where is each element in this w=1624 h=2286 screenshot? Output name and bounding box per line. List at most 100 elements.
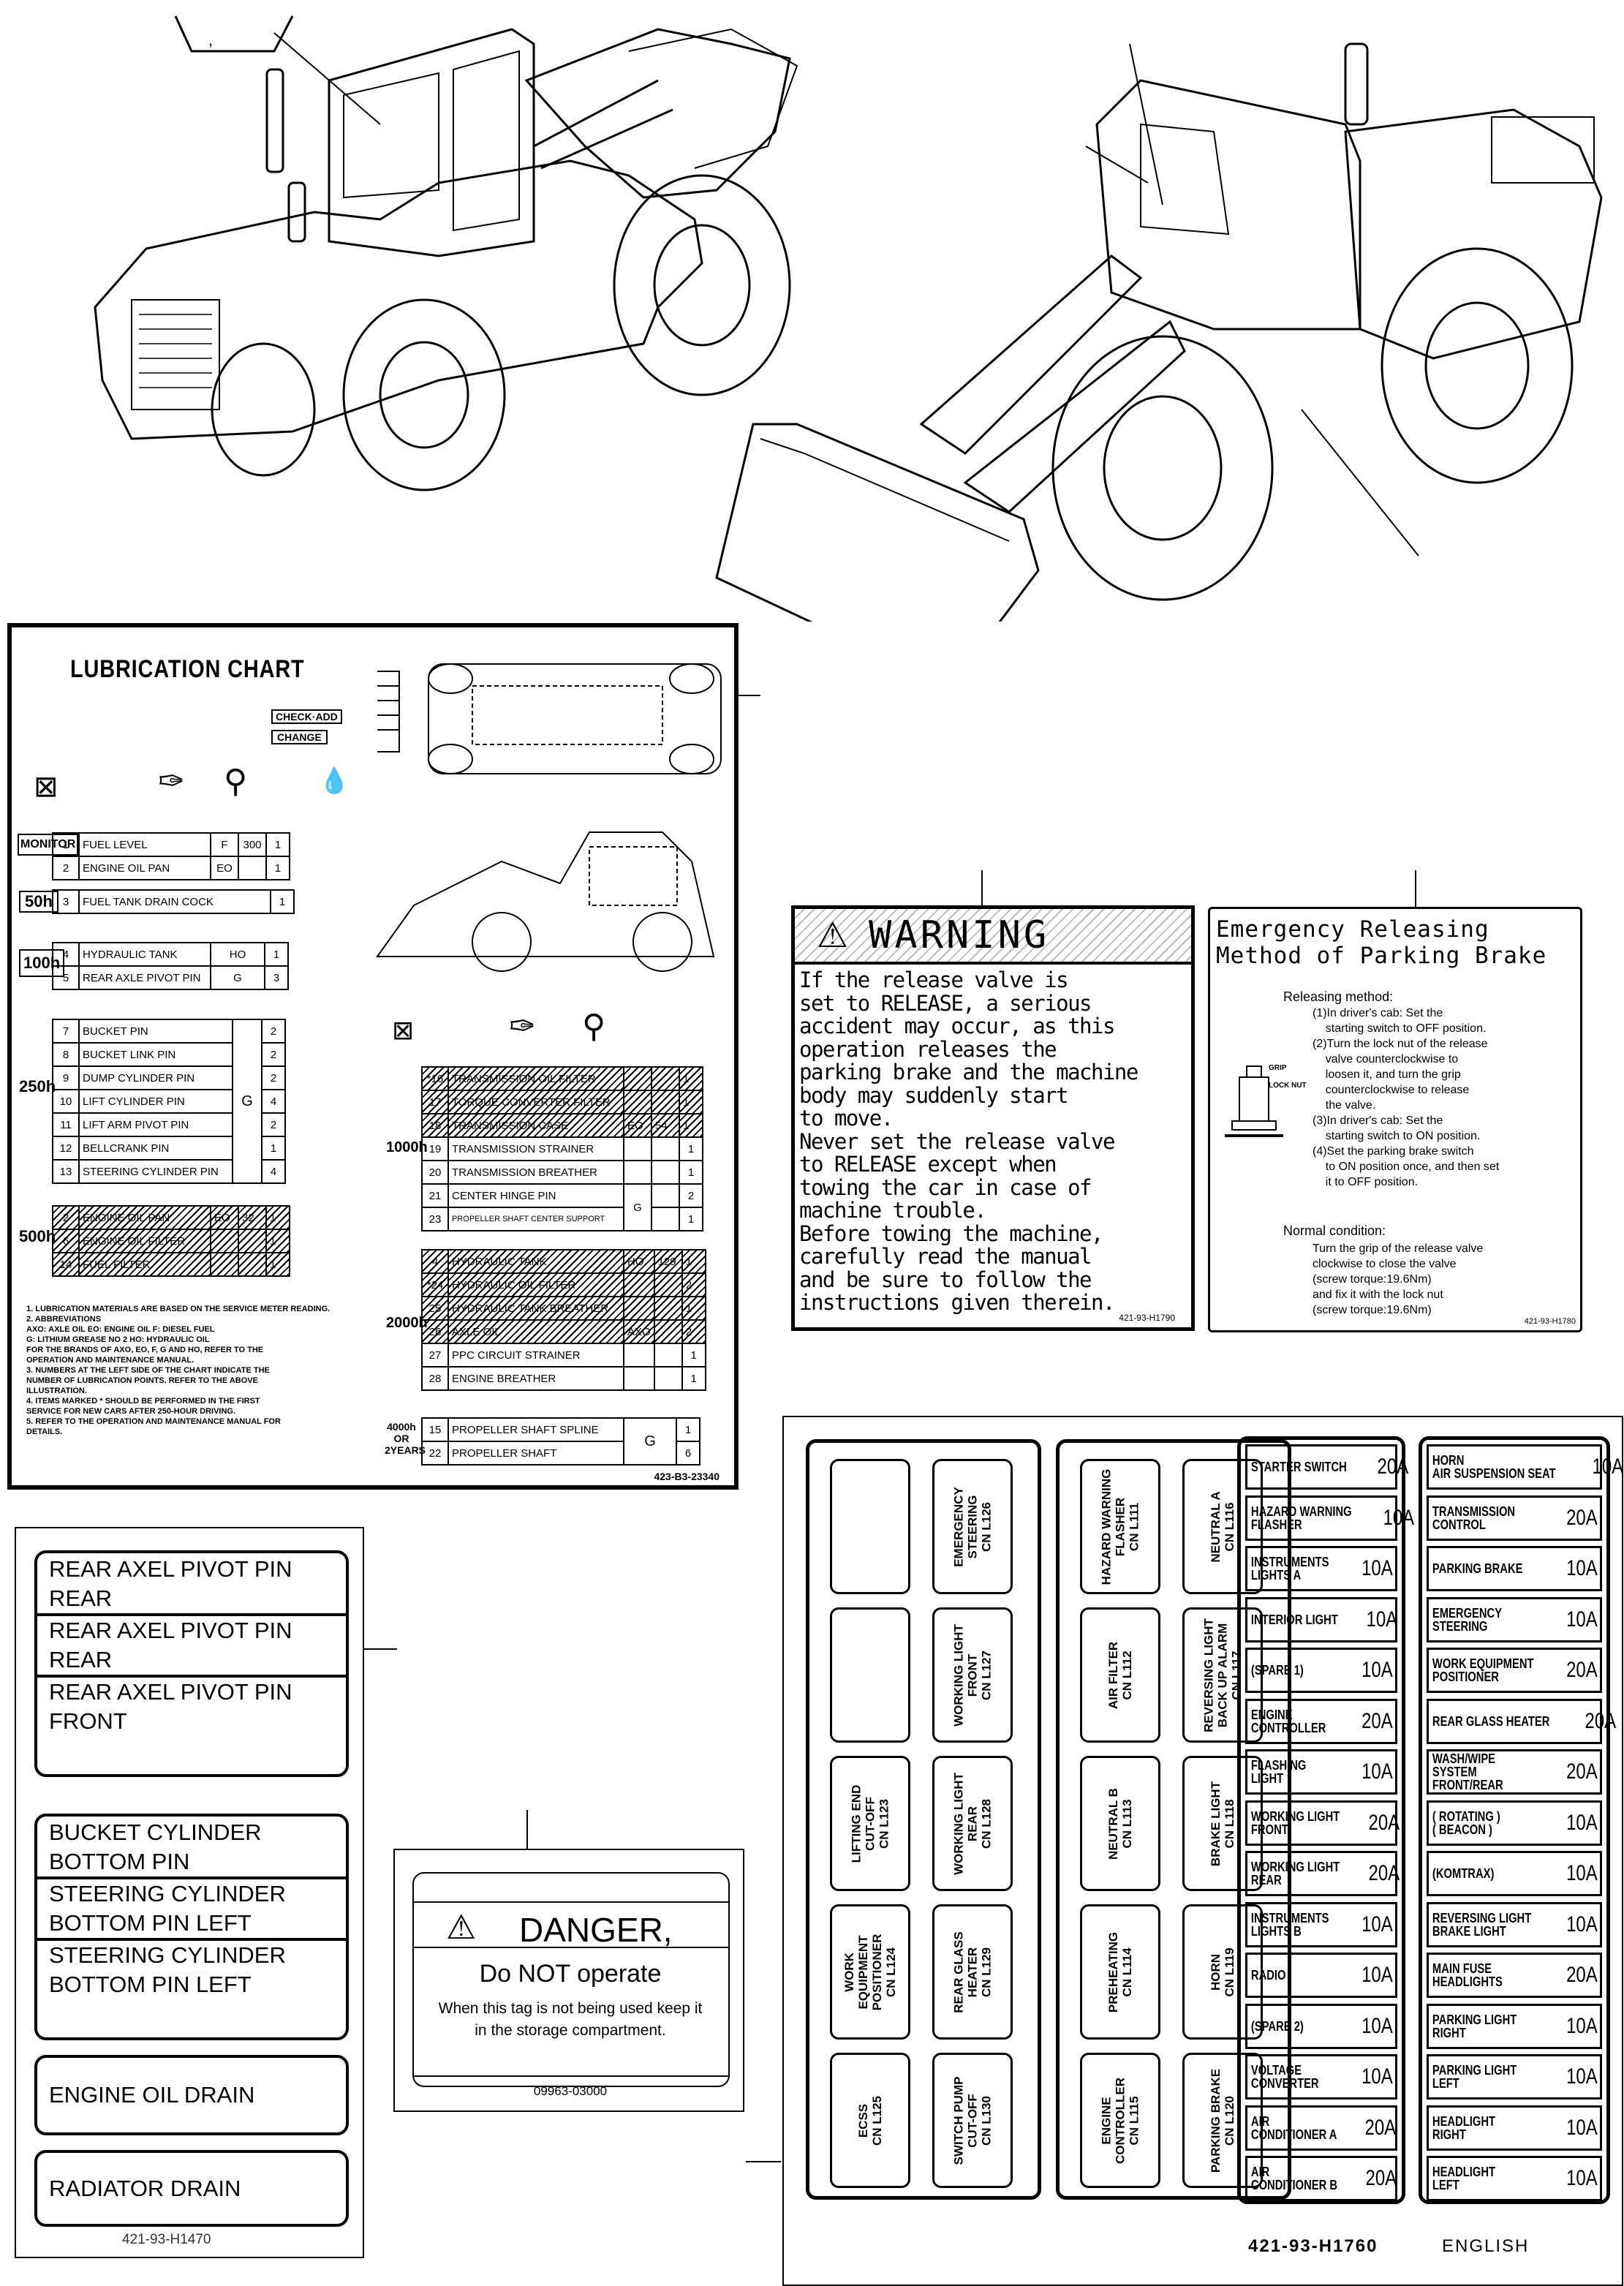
engine-oil-drain-label: ENGINE OIL DRAIN	[34, 2055, 349, 2135]
pin-label-group-2: BUCKET CYLINDER BOTTOM PIN STEERING CYLI…	[34, 1814, 349, 2040]
danger-code: 09963-03000	[533, 2084, 608, 2098]
fuse-amperage: 10A	[1361, 2064, 1393, 2089]
loader-illustration-left: ,	[0, 0, 804, 497]
relay-slot	[830, 1459, 910, 1594]
relay-slot: ENGINE CONTROLLER CN L115	[1080, 2053, 1160, 2188]
relay-slot: PARKING BRAKE CN L120	[1182, 2053, 1263, 2188]
relay-slot	[830, 1607, 910, 1743]
danger-tag-frame	[412, 1872, 730, 2087]
callout-line	[746, 2161, 781, 2162]
pin-label-line: STEERING CYLINDER	[49, 1881, 286, 1906]
fuse-label: MAIN FUSE HEADLIGHTS	[1432, 1961, 1503, 1989]
pin-label-line: BOTTOM PIN	[49, 1849, 190, 1874]
relay-slot-label: WORK EQUIPMENT POSITIONER CN L124	[842, 1934, 898, 2010]
lock-nut-label: LOCK NUT	[1269, 1082, 1307, 1090]
fuse-label: PARKING LIGHT RIGHT	[1432, 2012, 1517, 2040]
radiator-drain-label: RADIATOR DRAIN	[34, 2150, 349, 2227]
callout-line	[1415, 870, 1416, 907]
pin-label-line: REAR	[49, 1585, 113, 1611]
fuse-label: TRANSMISSION CONTROL	[1432, 1504, 1516, 1532]
fuse-amperage: 10A	[1566, 1810, 1598, 1835]
relay-slot-label: HAZARD WARNING FLASHER CN L111	[1099, 1468, 1141, 1585]
fuse-code: 421-93-H1760	[1248, 2236, 1378, 2256]
fuse-amperage: 20A	[1368, 1810, 1400, 1835]
callout-line	[364, 1648, 397, 1650]
fuse-label: EMERGENCY STEERING	[1432, 1605, 1503, 1634]
relay-slot: WORKING LIGHT FRONT CN L127	[932, 1607, 1013, 1743]
fuse-label: ( ROTATING ) ( BEACON )	[1432, 1808, 1500, 1837]
danger-triangle-icon: ⚠	[446, 1908, 477, 1946]
fuse-amperage: 10A	[1566, 2064, 1598, 2089]
pin-label-line: FRONT	[49, 1708, 127, 1734]
relay-slot: PREHEATING CN L114	[1080, 1904, 1160, 2040]
danger-text-1: When this tag is not being used keep it	[438, 2000, 703, 2017]
relay-slot: NEUTRAL B CN L113	[1080, 1756, 1160, 1891]
danger-title: DANGER,	[519, 1911, 673, 1949]
lubrication-part-code: 423-B3-23340	[654, 1471, 720, 1482]
fuse-label: PARKING LIGHT LEFT	[1432, 2063, 1517, 2091]
fuse-row: (KOMTRAX)10A	[1427, 1851, 1602, 1896]
relay-slot: EMERGENCY STEERING CN L126	[932, 1459, 1013, 1594]
legend-check-add: CHECK·ADD	[271, 709, 342, 724]
pin-label-group-1: REAR AXEL PIVOT PIN REAR REAR AXEL PIVOT…	[34, 1550, 349, 1777]
fuse-amperage: 10A	[1361, 1556, 1393, 1580]
fuse-label: HEADLIGHT RIGHT	[1432, 2113, 1496, 2142]
pin-label-line: RADIATOR DRAIN	[49, 2175, 241, 2201]
callout-line	[981, 870, 983, 905]
fuse-label: HAZARD WARNING FLASHER	[1250, 1504, 1352, 1532]
normal-condition-text: Turn the grip of the release valve clock…	[1313, 1242, 1484, 1316]
emergency-title-2: Method of Parking Brake	[1216, 943, 1547, 969]
emergency-release-label: Emergency Releasing Method of Parking Br…	[1208, 907, 1582, 1332]
fuse-label: INTERIOR LIGHT	[1250, 1612, 1338, 1627]
danger-divider	[412, 1947, 730, 1948]
fuse-row: TRANSMISSION CONTROL 20A	[1427, 1495, 1602, 1541]
grease-gun-icon: ✑	[158, 763, 185, 799]
fuse-amperage: 10A	[1366, 1607, 1398, 1631]
fuse-row: WASH/WIPE SYSTEM FRONT/REAR 20A	[1427, 1749, 1602, 1795]
fuse-amperage: 20A	[1365, 2166, 1397, 2190]
fuse-amperage: 20A	[1566, 1759, 1598, 1784]
relay-slot: AIR FILTER CN L112	[1080, 1607, 1160, 1743]
fuse-amperage: 10A	[1566, 2013, 1598, 2038]
pin-label-line: REAR AXEL PIVOT PIN	[49, 1556, 292, 1582]
fuse-label: WASH/WIPE SYSTEM FRONT/REAR	[1432, 1751, 1503, 1792]
relay-slot: BRAKE LIGHT CN L118	[1182, 1756, 1263, 1891]
pin-label-line: REAR AXEL PIVOT PIN	[49, 1679, 292, 1705]
callout-line	[526, 1810, 528, 1849]
pin-labels-code: 421-93-H1470	[122, 2232, 211, 2247]
pin-label-line: STEERING CYLINDER	[49, 1942, 286, 1968]
pin-label-line: REAR	[49, 1647, 113, 1672]
fuse-label: REVERSING LIGHT BRAKE LIGHT	[1432, 1910, 1532, 1939]
fuse-amperage: 10A	[1361, 2013, 1393, 2038]
fuse-amperage: 10A	[1566, 1556, 1598, 1580]
relay-slot-label: BRAKE LIGHT CN L118	[1209, 1781, 1236, 1866]
fuse-amperage: 20A	[1368, 1861, 1400, 1885]
loader-illustration-right	[702, 15, 1623, 689]
relay-slot: REAR GLASS HEATER CN L129	[932, 1904, 1013, 2040]
fuse-row: INTERIOR LIGHT 10A	[1245, 1596, 1398, 1642]
oil-can-icon: ⚲	[224, 763, 248, 799]
lubrication-chart-label: LUBRICATION CHART CHECK·ADD CHANGE ⊠ ✑ ⚲…	[7, 623, 739, 1490]
relay-slot-label: ENGINE CONTROLLER CN L115	[1099, 2077, 1141, 2164]
fuse-amperage: 20A	[1566, 1505, 1598, 1530]
fuse-amperage: 20A	[1377, 1455, 1408, 1479]
fuse-amperage: 10A	[1361, 1759, 1393, 1784]
interval-100h: 100h	[19, 949, 65, 977]
fuse-amperage: 10A	[1566, 1861, 1598, 1885]
